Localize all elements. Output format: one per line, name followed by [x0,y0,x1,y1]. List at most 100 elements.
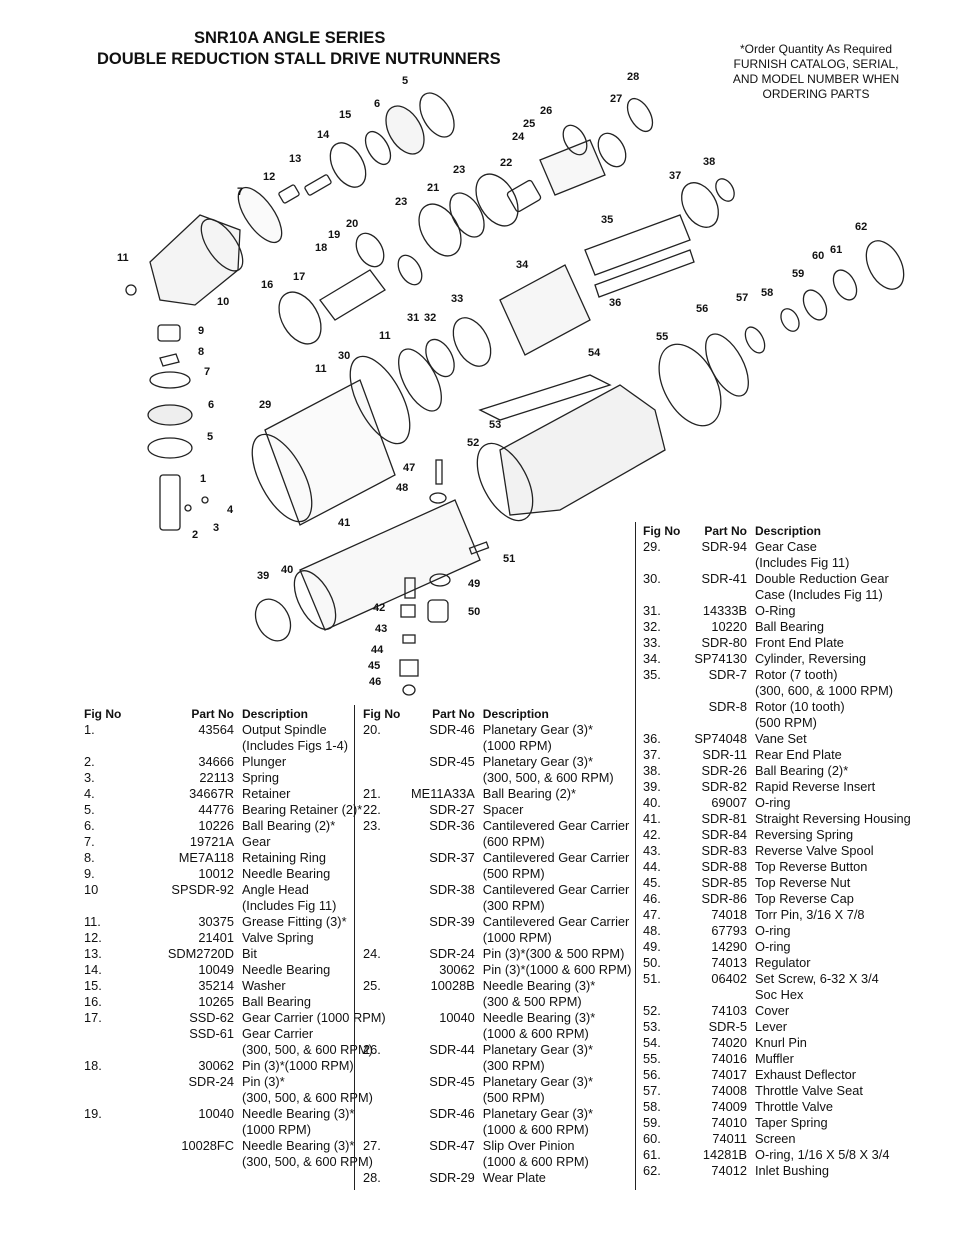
fig-no-cell: 54. [643,1035,661,1050]
header-description: Description [482,707,549,721]
fig-no-cell: 2. [84,754,95,769]
fig-no-cell: 51. [643,971,661,986]
table-row: 10028FC Needle Bearing (3)* [84,1138,386,1154]
description-cell: (Includes Fig 11) [755,555,850,570]
fig-no-cell [363,962,411,978]
part-no-cell: SDR-5 [708,1019,747,1034]
table-row: (300, 500, & 600 RPM) [84,1090,386,1106]
description-cell: (300 & 500 RPM) [482,994,582,1009]
fig-no-cell: 57. [643,1083,661,1098]
part-no-cell: 21401 [198,930,234,945]
fig-no-cell [363,882,411,898]
header-part-no: Part No [432,707,475,721]
description-cell: Vane Set [755,731,807,746]
part-no-cell [138,1042,242,1058]
description-cell: Retaining Ring [242,850,326,865]
description-cell: Rotor (7 tooth) [755,667,838,682]
description-cell: Gear Carrier (1000 RPM) [242,1010,386,1025]
description-cell: Needle Bearing (3)* [242,1138,355,1153]
fig-no-cell [363,1026,411,1042]
header-fig-no: Fig No [643,524,681,538]
column-divider [354,705,355,1190]
exploded-view-diagram: 1 2 3 4 5 6 7 8 9 10 11 12 13 14 15 16 1… [117,71,905,696]
fig-no-cell: 48. [643,923,661,938]
description-cell: Planetary Gear (3)* [482,754,594,769]
callout-57: 57 [736,292,748,304]
callout-36: 36 [609,297,621,309]
part-no-cell: 19721A [189,834,234,849]
callout-61: 61 [830,244,842,256]
description-cell: Top Reverse Cap [755,891,854,906]
description-cell: Planetary Gear (3)* [482,722,594,737]
callout-17: 17 [293,271,305,283]
callout-42: 42 [373,602,385,614]
part-no-cell: SDR-7 [708,667,747,682]
fig-no-cell [643,715,691,731]
part-no-cell: SDR-80 [701,635,747,650]
header-fig-no: Fig No [84,707,122,721]
table-row: (300, 500, & 600 RPM) [84,1042,386,1058]
part-no-cell [411,738,483,754]
table-row: (300 & 500 RPM) [363,994,631,1010]
fig-no-cell [643,699,691,715]
callout-20: 20 [346,218,358,230]
fig-no-cell: 32. [643,619,661,634]
part-no-cell [411,898,483,914]
part-no-cell [411,994,483,1010]
table-row: (1000 RPM) [363,930,631,946]
description-cell: Gear Case [755,539,817,554]
header-fig-no: Fig No [363,707,401,721]
description-cell: Inlet Bushing [755,1163,829,1178]
fig-no-cell [84,1074,138,1090]
part-no-cell: 43564 [198,722,234,737]
part-no-cell: 10028FC [181,1138,234,1153]
part-no-cell [138,738,242,754]
table-row: (300, 500, & 600 RPM) [363,770,631,786]
description-cell: (1000 & 600 RPM) [482,1122,589,1137]
fig-no-cell [643,987,691,1003]
callout-33: 33 [451,293,463,305]
callout-labels: 1 2 3 4 5 6 7 8 9 10 11 12 13 14 15 16 1… [117,71,867,688]
fig-no-cell: 20. [363,722,381,737]
fig-no-cell: 8. [84,850,95,865]
description-cell: Ball Bearing [242,994,312,1009]
table-row: (1000 & 600 RPM) [363,1026,631,1042]
description-cell: (300, 500, & 600 RPM) [242,1154,373,1169]
description-cell: Retainer [242,786,291,801]
description-cell: Straight Reversing Housing [755,811,911,826]
part-no-cell: 35214 [198,978,234,993]
description-cell: Angle Head [242,882,309,897]
fig-no-cell [363,994,411,1010]
callout-41: 41 [338,517,350,529]
callout-6b: 6 [208,399,214,411]
part-no-cell: SDR-45 [429,754,475,769]
table-row: (600 RPM) [363,834,631,850]
description-cell: Gear Carrier [242,1026,314,1041]
fig-no-cell [84,1154,138,1170]
fig-no-cell [84,738,138,754]
fig-no-cell: 38. [643,763,661,778]
part-no-cell: SDR-94 [701,539,747,554]
part-no-cell: SDR-41 [701,571,747,586]
fig-no-cell [363,1010,411,1026]
